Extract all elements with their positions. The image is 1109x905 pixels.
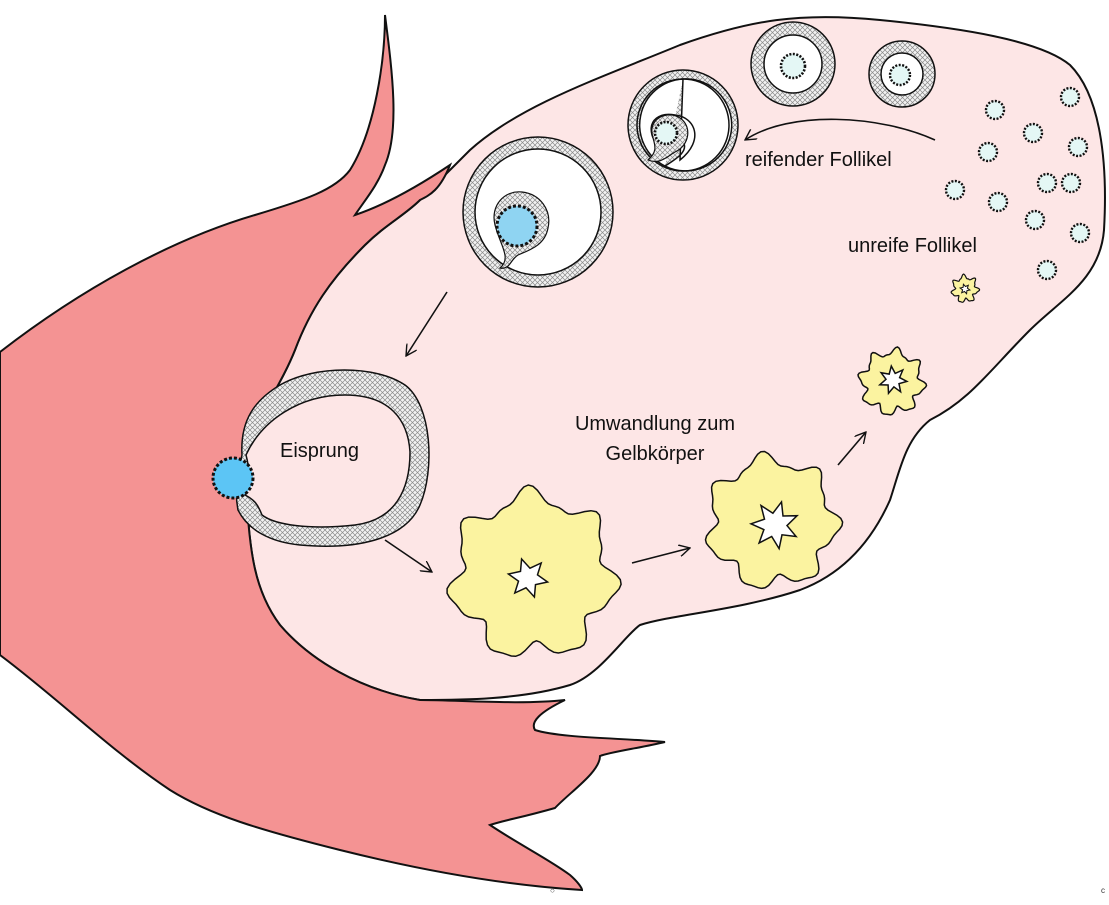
label-transformation-line1: Umwandlung zum: [575, 413, 735, 435]
arrow-corpus-luteum-3: [837, 432, 866, 466]
arrow-to-corpus-luteum: [384, 539, 432, 572]
immature-follicles: [944, 86, 1091, 281]
corpus-luteum-large: [446, 484, 622, 658]
immature-follicle: [944, 179, 966, 201]
oocyte: [653, 120, 679, 146]
immature-follicle: [1069, 222, 1091, 244]
corner-mark-bottom-center: ○: [550, 886, 555, 895]
immature-follicle: [984, 99, 1006, 121]
immature-follicle: [1024, 209, 1046, 231]
maturing-follicle-2: [750, 21, 836, 107]
corpus-luteum-small: [857, 346, 928, 416]
ruptured-follicle: [211, 369, 430, 547]
oocyte: [495, 204, 539, 248]
immature-follicle: [1036, 172, 1058, 194]
immature-follicle: [1059, 86, 1081, 108]
corner-mark-bottom-right: c: [1101, 886, 1105, 895]
immature-follicle: [987, 191, 1009, 213]
label-ovulation: Eisprung: [280, 440, 359, 462]
maturing-follicle-3: [627, 69, 739, 181]
arrow-to-ovulation: [406, 291, 448, 356]
label-transformation-line2: Gelbkörper: [606, 443, 705, 465]
released-egg: [211, 456, 255, 500]
arrow-corpus-luteum-2: [631, 548, 690, 564]
immature-follicle: [1067, 136, 1089, 158]
fallopian-tube: [0, 14, 666, 892]
oocyte: [779, 52, 807, 80]
maturing-follicle-1: [868, 40, 936, 108]
immature-follicle: [977, 141, 999, 163]
corpus-luteum-medium: [704, 450, 844, 590]
immature-follicle: [1036, 259, 1058, 281]
immature-follicle: [1022, 122, 1044, 144]
label-maturing-follicle: reifender Follikel: [745, 149, 892, 171]
immature-follicle: [1060, 172, 1082, 194]
corpus-albicans: [950, 273, 981, 303]
label-immature-follicles: unreife Follikel: [848, 235, 977, 257]
mature-follicle: [462, 136, 614, 288]
arrow-immature-to-maturing: [745, 118, 936, 140]
oocyte: [888, 63, 912, 87]
